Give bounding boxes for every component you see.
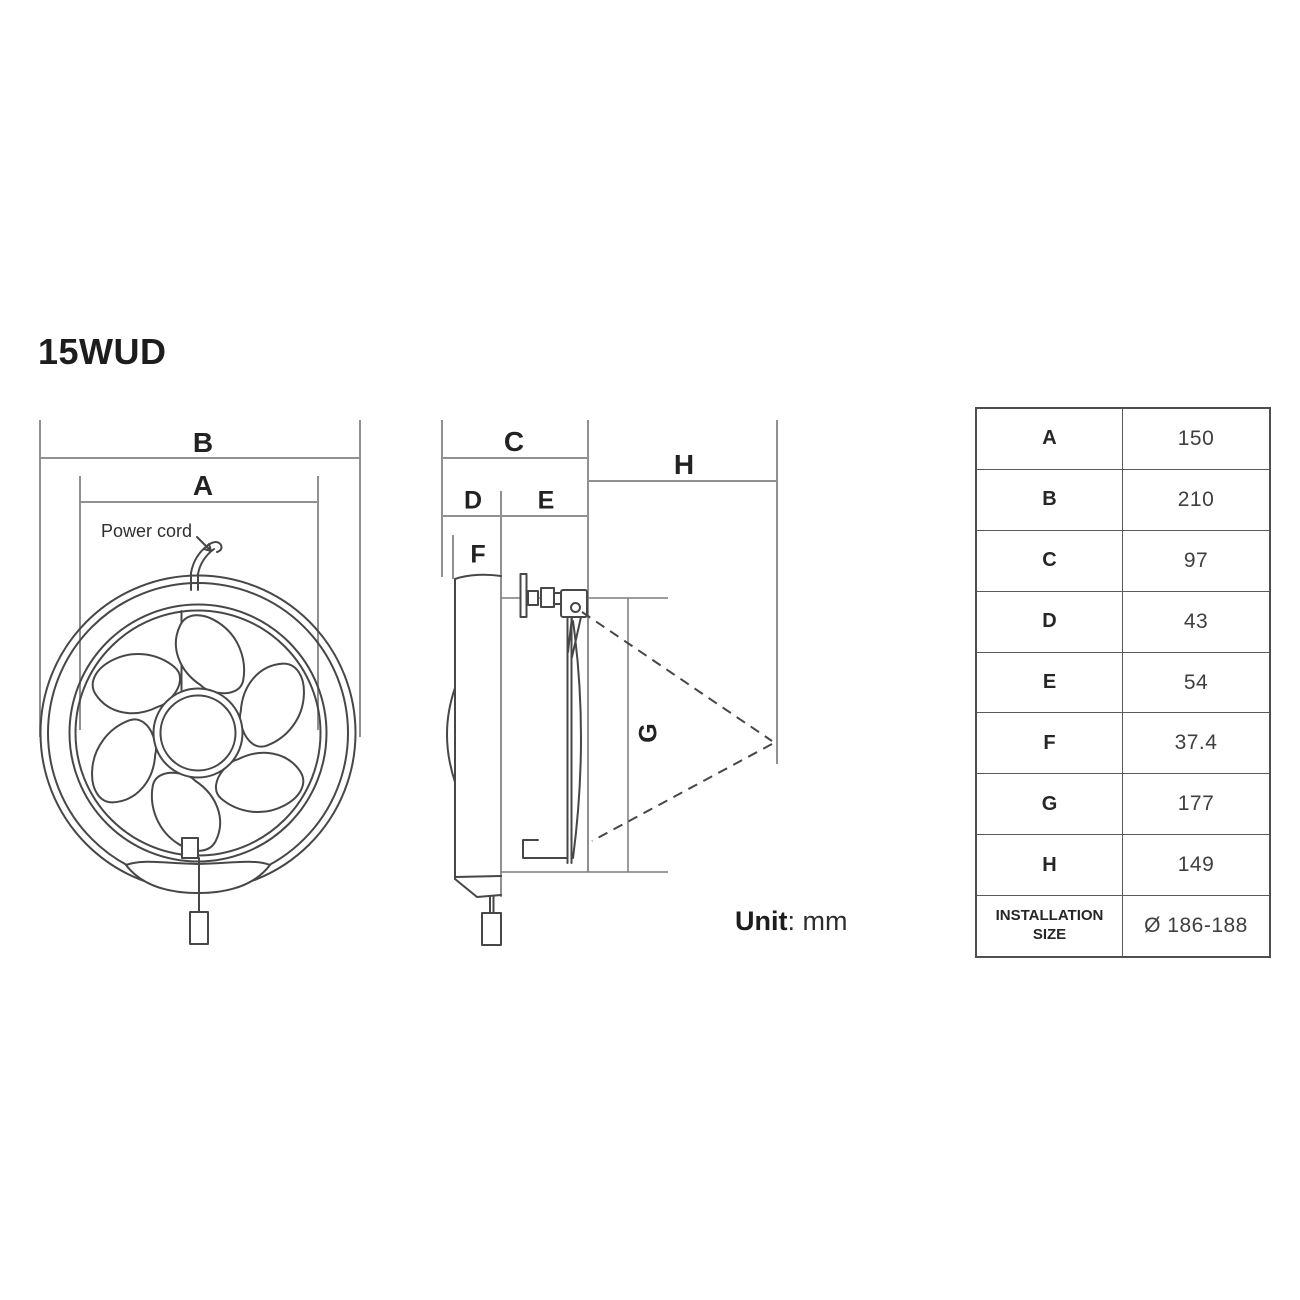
dim-label-e: E — [537, 486, 555, 515]
page-title: 15WUD — [38, 331, 167, 372]
fan-hub — [152, 687, 244, 779]
spec-table-row: H 149 — [977, 834, 1269, 896]
dim-label-f: F — [470, 540, 486, 569]
side-view-drawing — [441, 420, 778, 946]
power-cord-leader-line — [196, 536, 212, 552]
fan-front-outline — [39, 536, 357, 945]
bell-mouth-arc — [446, 687, 456, 783]
unit-note: Unit: mm — [735, 906, 847, 937]
dim-label-g: G — [634, 723, 663, 743]
spec-row-label: A — [977, 409, 1123, 469]
spec-table-row: G 177 — [977, 773, 1269, 835]
front-view-drawing — [39, 420, 361, 945]
spec-table-row: D 43 — [977, 590, 1269, 652]
front-dimension-lines — [39, 420, 361, 737]
pull-cord-handle-front — [189, 911, 209, 945]
unit-value: : mm — [787, 906, 848, 936]
spec-row-value: 97 — [1183, 548, 1209, 572]
spec-row-value: Ø 186-188 — [1144, 914, 1248, 938]
spec-row-label: G — [977, 774, 1123, 835]
dim-label-a: A — [192, 470, 214, 501]
fan-blades — [91, 614, 305, 852]
spec-row-value: 150 — [1177, 426, 1215, 450]
spec-row-value: 177 — [1177, 792, 1215, 816]
spec-row-label: B — [977, 469, 1123, 530]
spec-row-label: H — [977, 835, 1123, 896]
fan-side-outline — [446, 573, 588, 946]
spec-row-label: C — [977, 530, 1123, 591]
spec-row-label: D — [977, 591, 1123, 652]
dim-label-c: C — [503, 426, 525, 457]
spec-row-value: 43 — [1183, 609, 1209, 633]
dim-label-d: D — [463, 486, 483, 515]
side-dimension-lines — [441, 420, 778, 897]
power-cord-label: Power cord — [101, 521, 193, 541]
pull-cord-handle-side — [481, 912, 502, 946]
spec-table-row: F 37.4 — [977, 712, 1269, 774]
spec-row-value: 149 — [1177, 853, 1215, 877]
spec-table-row: A 150 — [977, 409, 1269, 469]
spec-table-row: C 97 — [977, 529, 1269, 591]
unit-word: Unit — [735, 906, 788, 936]
shutter-curve — [572, 620, 582, 859]
louver-swing-dashed-lines — [581, 611, 773, 842]
spec-table-row: B 210 — [977, 468, 1269, 530]
spec-row-label: INSTALLATION SIZE — [977, 896, 1123, 957]
dim-label-b: B — [192, 427, 214, 458]
spec-row-label: F — [977, 713, 1123, 774]
spec-row-value: 54 — [1183, 670, 1209, 694]
spec-row-label: E — [977, 652, 1123, 713]
spec-table-row: INSTALLATION SIZE Ø 186-188 — [977, 895, 1269, 957]
dim-label-h: H — [673, 449, 695, 480]
spec-row-value: 37.4 — [1174, 731, 1218, 755]
spec-table-row: E 54 — [977, 651, 1269, 713]
spec-row-value: 210 — [1177, 487, 1215, 511]
